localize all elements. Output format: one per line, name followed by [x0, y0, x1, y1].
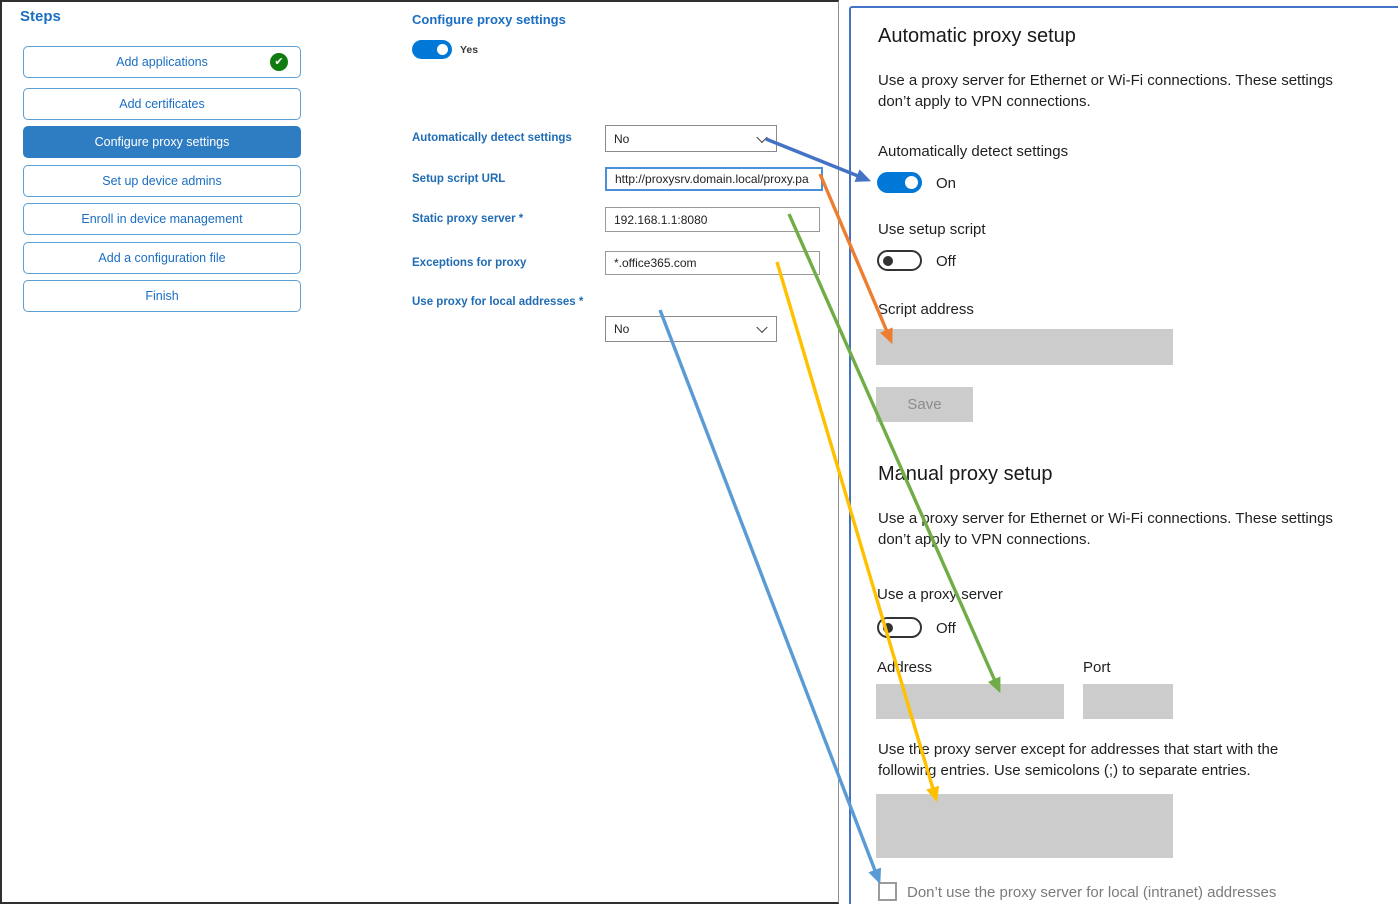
setup-script-url-input[interactable]: http://proxysrv.domain.local/proxy.pa: [605, 167, 823, 191]
script-address-label: Script address: [878, 301, 974, 318]
completed-check-icon: ✔: [270, 53, 288, 71]
toggle-knob: [883, 255, 893, 266]
step-enroll-in-device-management[interactable]: Enroll in device management: [23, 203, 301, 235]
label-automatically-detect-settings: Automatically detect settings: [412, 132, 572, 144]
static-proxy-server-input[interactable]: 192.168.1.1:8080: [605, 207, 820, 232]
toggle-knob: [905, 176, 918, 189]
page-title: Configure proxy settings: [412, 12, 566, 27]
label-exceptions-for-proxy: Exceptions for proxy: [412, 257, 527, 269]
configure-proxy-toggle[interactable]: [412, 40, 452, 59]
step-label: Add applications: [116, 55, 208, 69]
label-setup-script-url: Setup script URL: [412, 173, 506, 185]
port-label: Port: [1083, 659, 1111, 676]
step-add-applications[interactable]: Add applications ✔: [23, 46, 301, 78]
step-add-certificates[interactable]: Add certificates: [23, 88, 301, 120]
step-configure-proxy-settings[interactable]: Configure proxy settings: [23, 126, 301, 158]
label-use-proxy-for-local-addresses: Use proxy for local addresses *: [412, 296, 584, 308]
proxy-exceptions-hint: Use the proxy server except for addresse…: [878, 741, 1279, 779]
step-label: Enroll in device management: [81, 212, 243, 226]
use-setup-script-label: Use setup script: [878, 221, 986, 238]
address-label: Address: [877, 659, 933, 676]
configure-proxy-toggle-state: Yes: [460, 44, 479, 56]
step-label: Add certificates: [119, 97, 205, 111]
use-setup-script-state: Off: [936, 253, 956, 270]
windows-settings-proxy-panel: Automatic proxy setup Use a proxy server…: [849, 6, 1398, 904]
dropdown-value: No: [614, 131, 630, 146]
label-static-proxy-server: Static proxy server *: [412, 213, 524, 225]
proxy-exceptions-textarea[interactable]: [876, 794, 1173, 858]
use-proxy-for-local-addresses-dropdown[interactable]: No: [605, 316, 777, 342]
local-addresses-checkbox[interactable]: [878, 882, 897, 901]
save-button[interactable]: Save: [876, 387, 973, 422]
step-label: Finish: [145, 289, 179, 303]
automatic-proxy-description: Use a proxy server for Ethernet or Wi-Fi…: [878, 72, 1333, 110]
toggle-knob: [883, 622, 893, 633]
step-finish[interactable]: Finish: [23, 280, 301, 312]
script-address-input[interactable]: [876, 329, 1173, 365]
automatic-proxy-setup-heading: Automatic proxy setup: [878, 25, 1076, 47]
manual-proxy-setup-heading: Manual proxy setup: [878, 463, 1053, 485]
detect-settings-toggle[interactable]: [877, 172, 922, 193]
chevron-down-icon: [756, 131, 768, 143]
manual-proxy-description: Use a proxy server for Ethernet or Wi-Fi…: [878, 510, 1333, 548]
steps-panel-title: Steps: [20, 8, 61, 25]
exceptions-for-proxy-input[interactable]: *.office365.com: [605, 251, 820, 275]
use-proxy-server-toggle[interactable]: [877, 617, 922, 638]
local-addresses-checkbox-label: Don’t use the proxy server for local (in…: [907, 884, 1277, 901]
step-label: Configure proxy settings: [94, 135, 230, 149]
automatically-detect-settings-dropdown[interactable]: No: [605, 125, 777, 152]
step-add-a-configuration-file[interactable]: Add a configuration file: [23, 242, 301, 274]
step-label: Add a configuration file: [98, 251, 226, 265]
port-input[interactable]: [1083, 684, 1173, 719]
configuration-designer-window: Steps Add applications ✔ Add certificate…: [0, 0, 839, 904]
use-proxy-server-state: Off: [936, 620, 956, 637]
dropdown-value: No: [614, 322, 630, 336]
step-set-up-device-admins[interactable]: Set up device admins: [23, 165, 301, 197]
detect-settings-label: Automatically detect settings: [878, 143, 1069, 160]
chevron-down-icon: [756, 321, 768, 334]
use-proxy-server-label: Use a proxy server: [877, 586, 1003, 603]
toggle-knob: [437, 44, 448, 55]
detect-settings-state: On: [936, 175, 957, 192]
step-label: Set up device admins: [102, 174, 222, 188]
use-setup-script-toggle[interactable]: [877, 250, 922, 271]
address-input[interactable]: [876, 684, 1064, 719]
